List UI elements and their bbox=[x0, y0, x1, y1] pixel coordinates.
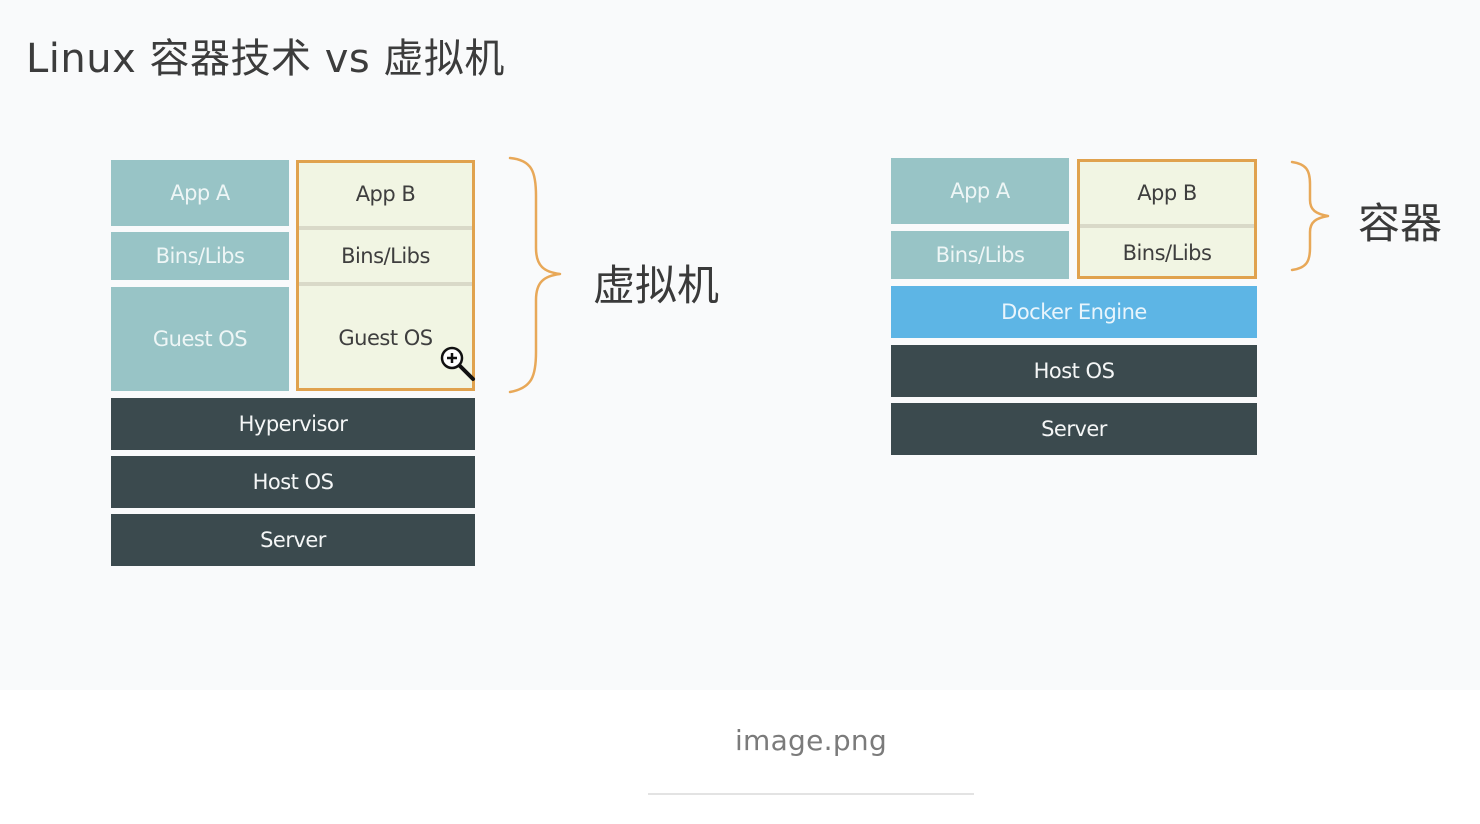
vm-hypervisor-block: Hypervisor bbox=[111, 398, 475, 450]
ct-app-b-block: App B bbox=[1137, 180, 1197, 205]
zoom-in-magnifier-icon bbox=[440, 346, 475, 381]
vm-server-block: Server bbox=[111, 514, 475, 566]
image-filename-caption: image.png bbox=[734, 724, 888, 757]
vm-host-os-block: Host OS bbox=[111, 456, 475, 508]
ct-host-os-block: Host OS bbox=[891, 345, 1257, 397]
ct-bins-libs-a-block: Bins/Libs bbox=[891, 231, 1069, 279]
vm-guest-os-b-block: Guest OS bbox=[338, 326, 433, 350]
slide-image[interactable]: Linux 容器技术 vs 虚拟机 App A Bins/Libs Guest … bbox=[0, 0, 1480, 690]
ct-app-b-stack-background bbox=[1077, 159, 1257, 279]
slide-title: Linux 容器技术 vs 虚拟机 bbox=[26, 36, 505, 82]
container-brace-label: 容器 bbox=[1358, 199, 1443, 248]
vm-bins-libs-a-block: Bins/Libs bbox=[111, 232, 289, 280]
ct-app-b-highlight-frame bbox=[1077, 159, 1257, 279]
vm-curly-brace bbox=[508, 156, 562, 394]
ct-app-b-divider bbox=[1080, 224, 1254, 228]
vm-app-b-block: App B bbox=[355, 182, 416, 206]
ct-app-a-block: App A bbox=[891, 158, 1069, 224]
container-curly-brace bbox=[1290, 160, 1330, 272]
vm-app-b-highlight-frame bbox=[296, 160, 475, 391]
ct-bins-libs-b-block: Bins/Libs bbox=[1122, 241, 1212, 265]
vm-guest-os-a-block: Guest OS bbox=[111, 287, 289, 391]
vm-bins-libs-b-block: Bins/Libs bbox=[341, 244, 430, 268]
vm-bins-b-divider bbox=[299, 282, 472, 286]
caption-underline bbox=[648, 793, 974, 795]
vm-app-b-divider bbox=[299, 226, 472, 230]
vm-app-a-block: App A bbox=[111, 160, 289, 226]
ct-server-block: Server bbox=[891, 403, 1257, 455]
vm-brace-label: 虚拟机 bbox=[593, 261, 720, 310]
ct-docker-engine-block: Docker Engine bbox=[891, 286, 1257, 338]
